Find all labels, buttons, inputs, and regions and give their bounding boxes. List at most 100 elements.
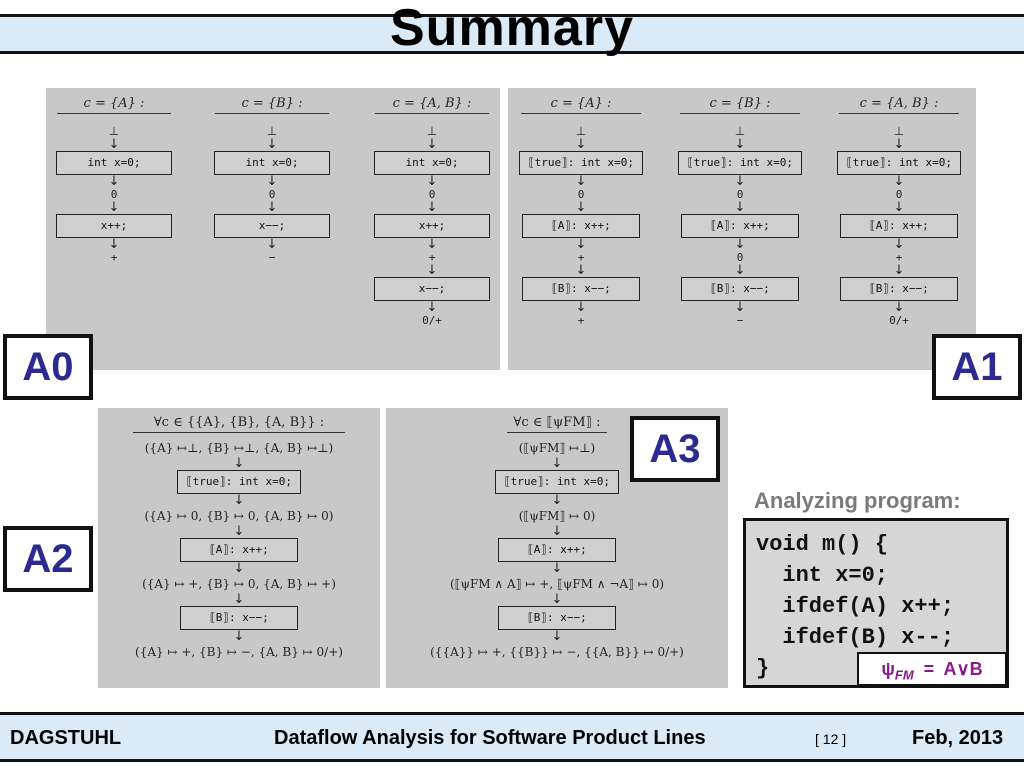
a0-bottom: ⊥ [108,124,120,138]
arrow-icon: ↓ [575,263,587,278]
arrow-icon: ↓ [233,524,245,539]
a0-column-b: c = {B} : ⊥ ↓ int x=0; ↓ 0 ↓ x−−; ↓ − [210,88,334,264]
a0-col-header: c = {B} : [241,96,303,111]
label-a1: A1 [932,334,1022,400]
a1-box: ⟦A⟧: x++; [522,214,640,238]
program-box: void m() { int x=0; ifdef(A) x++; ifdef(… [743,518,1009,688]
code-line: void m() { [756,532,889,557]
arrow-icon: ↓ [233,493,245,508]
label-a0: A0 [3,334,93,400]
psi-formula: = A∨B [913,659,983,679]
arrow-icon: ↓ [893,174,905,189]
feature-model-formula: ψFM = A∨B [857,652,1007,686]
a3-box: ⟦true⟧: int x=0; [495,470,619,494]
a1-bottom: ⊥ [575,124,587,138]
arrow-icon: ↓ [426,263,438,278]
a1-value: + [895,251,903,264]
a3-state: (⟦ψFM⟧ ↦ 0) [518,509,596,523]
a0-col-header: c = {A} : [83,96,145,111]
arrow-icon: ↓ [426,200,438,215]
panel-a2: ∀c ∈ {{A}, {B}, {A, B}} : ({A} ↦⊥, {B} ↦… [98,408,380,688]
a0-column-a: c = {A} : ⊥ ↓ int x=0; ↓ 0 ↓ x++; ↓ + [52,88,176,264]
arrow-icon: ↓ [551,524,563,539]
a3-box: ⟦B⟧: x−−; [498,606,616,630]
a0-box: x−−; [214,214,330,238]
arrow-icon: ↓ [233,629,245,644]
arrow-icon: ↓ [108,174,120,189]
a2-box: ⟦A⟧: x++; [180,538,298,562]
arrow-icon: ↓ [734,200,746,215]
panel-a1: c = {A} : ⊥ ↓ ⟦true⟧: int x=0; ↓ 0 ↓ ⟦A⟧… [508,88,976,370]
a3-header: ∀c ∈ ⟦ψFM⟧ : [513,415,601,430]
arrow-icon: ↓ [426,174,438,189]
arrow-icon: ↓ [893,200,905,215]
arrow-icon: ↓ [266,237,278,252]
a1-value: − [736,314,744,327]
a1-value: 0 [736,251,744,264]
a3-state: ({{A}} ↦ +, {{B}} ↦ −, {{A, B}} ↦ 0/+) [430,645,684,659]
code-line: int x=0; [756,563,889,588]
program-code: void m() { int x=0; ifdef(A) x++; ifdef(… [756,529,954,684]
footer-left: DAGSTUHL [10,727,122,749]
arrow-icon: ↓ [551,561,563,576]
a1-column-b: c = {B} : ⊥ ↓ ⟦true⟧: int x=0; ↓ 0 ↓ ⟦A⟧… [673,88,807,327]
a1-box: ⟦A⟧: x++; [681,214,799,238]
psi-subscript: FM [894,667,914,683]
arrow-icon: ↓ [575,300,587,315]
arrow-icon: ↓ [734,263,746,278]
a0-box: x−−; [374,277,490,301]
arrow-icon: ↓ [551,629,563,644]
a3-state: (⟦ψFM⟧ ↦⊥) [518,441,596,455]
a0-col-header: c = {A, B} : [392,96,472,111]
a1-column-ab: c = {A, B} : ⊥ ↓ ⟦true⟧: int x=0; ↓ 0 ↓ … [832,88,966,327]
arrow-icon: ↓ [108,200,120,215]
a1-value: 0/+ [889,314,909,327]
arrow-icon: ↓ [734,237,746,252]
a1-box: ⟦B⟧: x−−; [681,277,799,301]
a1-box: ⟦true⟧: int x=0; [519,151,643,175]
a2-state: ({A} ↦ +, {B} ↦ 0, {A, B} ↦ +) [142,577,336,591]
a2-column: ∀c ∈ {{A}, {B}, {A, B}} : ({A} ↦⊥, {B} ↦… [98,408,380,661]
arrow-icon: ↓ [266,174,278,189]
a2-state: ({A} ↦ +, {B} ↦ −, {A, B} ↦ 0/+) [135,645,343,659]
a1-value: 0 [577,188,585,201]
arrow-icon: ↓ [233,561,245,576]
title-bar [0,14,1024,54]
a0-box: int x=0; [214,151,330,175]
code-line: ifdef(A) x++; [756,594,955,619]
a3-column: ∀c ∈ ⟦ψFM⟧ : (⟦ψFM⟧ ↦⊥) ↓ ⟦true⟧: int x=… [386,408,728,661]
arrow-icon: ↓ [734,174,746,189]
a1-col-header: c = {A, B} : [859,96,939,111]
a0-bottom: ⊥ [266,124,278,138]
code-line: } [756,656,770,681]
a1-column-a: c = {A} : ⊥ ↓ ⟦true⟧: int x=0; ↓ 0 ↓ ⟦A⟧… [514,88,648,327]
arrow-icon: ↓ [734,300,746,315]
a0-value: + [110,251,118,264]
a3-box: ⟦A⟧: x++; [498,538,616,562]
arrow-icon: ↓ [551,493,563,508]
a0-box: int x=0; [56,151,172,175]
a0-value: + [428,251,436,264]
a0-value: 0 [268,188,276,201]
a2-box: ⟦B⟧: x−−; [180,606,298,630]
arrow-icon: ↓ [108,237,120,252]
a2-box: ⟦true⟧: int x=0; [177,470,301,494]
program-heading: Analyzing program: [754,488,961,513]
a1-box: ⟦true⟧: int x=0; [837,151,961,175]
code-line: ifdef(B) x--; [756,625,955,650]
a1-box: ⟦true⟧: int x=0; [678,151,802,175]
a1-box: ⟦B⟧: x−−; [840,277,958,301]
a1-box: ⟦B⟧: x−−; [522,277,640,301]
arrow-icon: ↓ [893,300,905,315]
a2-state: ({A} ↦ 0, {B} ↦ 0, {A, B} ↦ 0) [144,509,334,523]
arrow-icon: ↓ [233,456,245,471]
a0-box: x++; [56,214,172,238]
arrow-icon: ↓ [893,137,905,152]
arrow-icon: ↓ [575,200,587,215]
arrow-icon: ↓ [233,592,245,607]
a0-box: x++; [374,214,490,238]
arrow-icon: ↓ [266,200,278,215]
a1-col-header: c = {A} : [550,96,612,111]
footer-bar: DAGSTUHL Dataflow Analysis for Software … [0,712,1024,762]
a3-state: (⟦ψFM ∧ A⟧ ↦ +, ⟦ψFM ∧ ¬A⟧ ↦ 0) [449,577,665,591]
